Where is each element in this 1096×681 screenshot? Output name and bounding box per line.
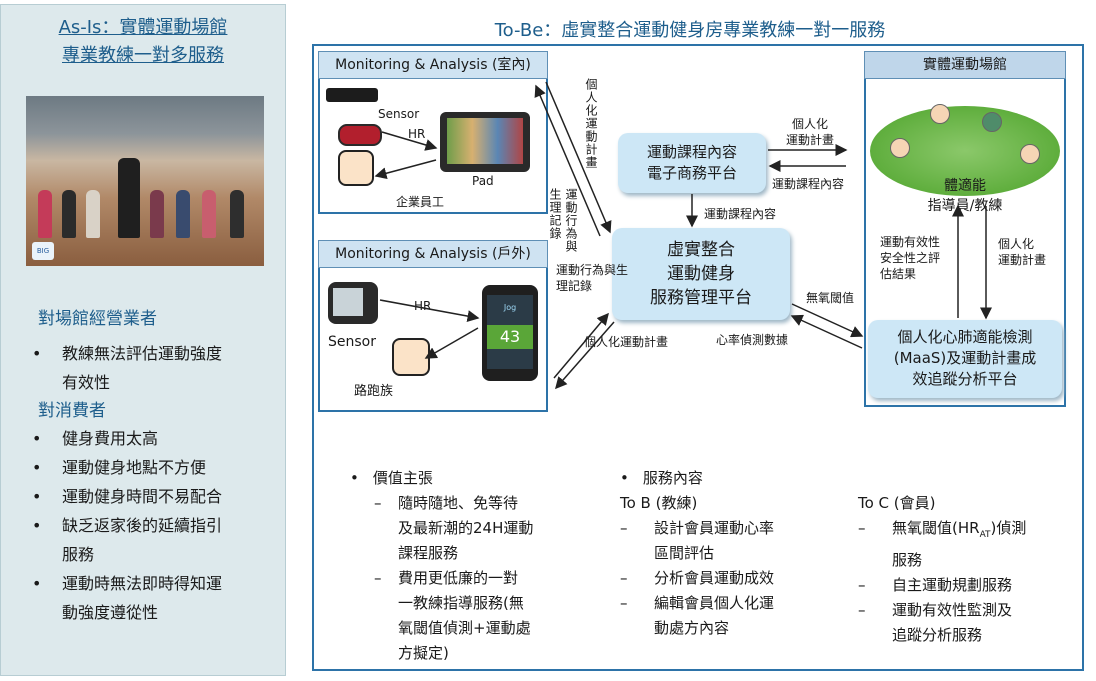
anaerobic-label: 無氧閾值 [806,290,854,306]
behavior-record-label: 運動行為與生理記錄 [556,262,636,294]
heart-rate-label: 心率偵測數據 [716,332,788,348]
course-content-right-label: 運動課程內容 [772,176,844,192]
value-column: •價值主張 –隨時隨地、免等待 及最新潮的24H運動 課程服務 –費用更低廉的一… [350,466,600,666]
to-b-heading: To B (教練) [620,491,840,516]
value-heading: 價值主張 [373,469,433,487]
course-content-down-label: 運動課程內容 [704,206,776,222]
to-c-column: To C (會員) –無氧閾值(HRAT)偵測 服務 –自主運動規劃服務 –運動… [858,491,1068,648]
service-heading: 服務內容 [643,469,703,487]
to-c-heading: To C (會員) [858,491,1068,516]
personal-plan-top-label: 個人化 運動計畫 [786,116,834,148]
effectiveness-label: 運動有效性 安全性之評 估結果 [880,234,940,282]
service-column: •服務內容 To B (教練) –設計會員運動心率 區間評估 –分析會員運動成效… [620,466,840,641]
plan-label-vertical: 個人化運動計畫 [584,78,598,169]
gym-plan-label: 個人化 運動計畫 [998,236,1046,268]
personal-plan-bottom-label: 個人化運動計畫 [584,334,668,350]
behavior-label-vertical: 運動行為與 [564,188,578,253]
record-label-vertical: 生理記錄 [548,188,562,240]
